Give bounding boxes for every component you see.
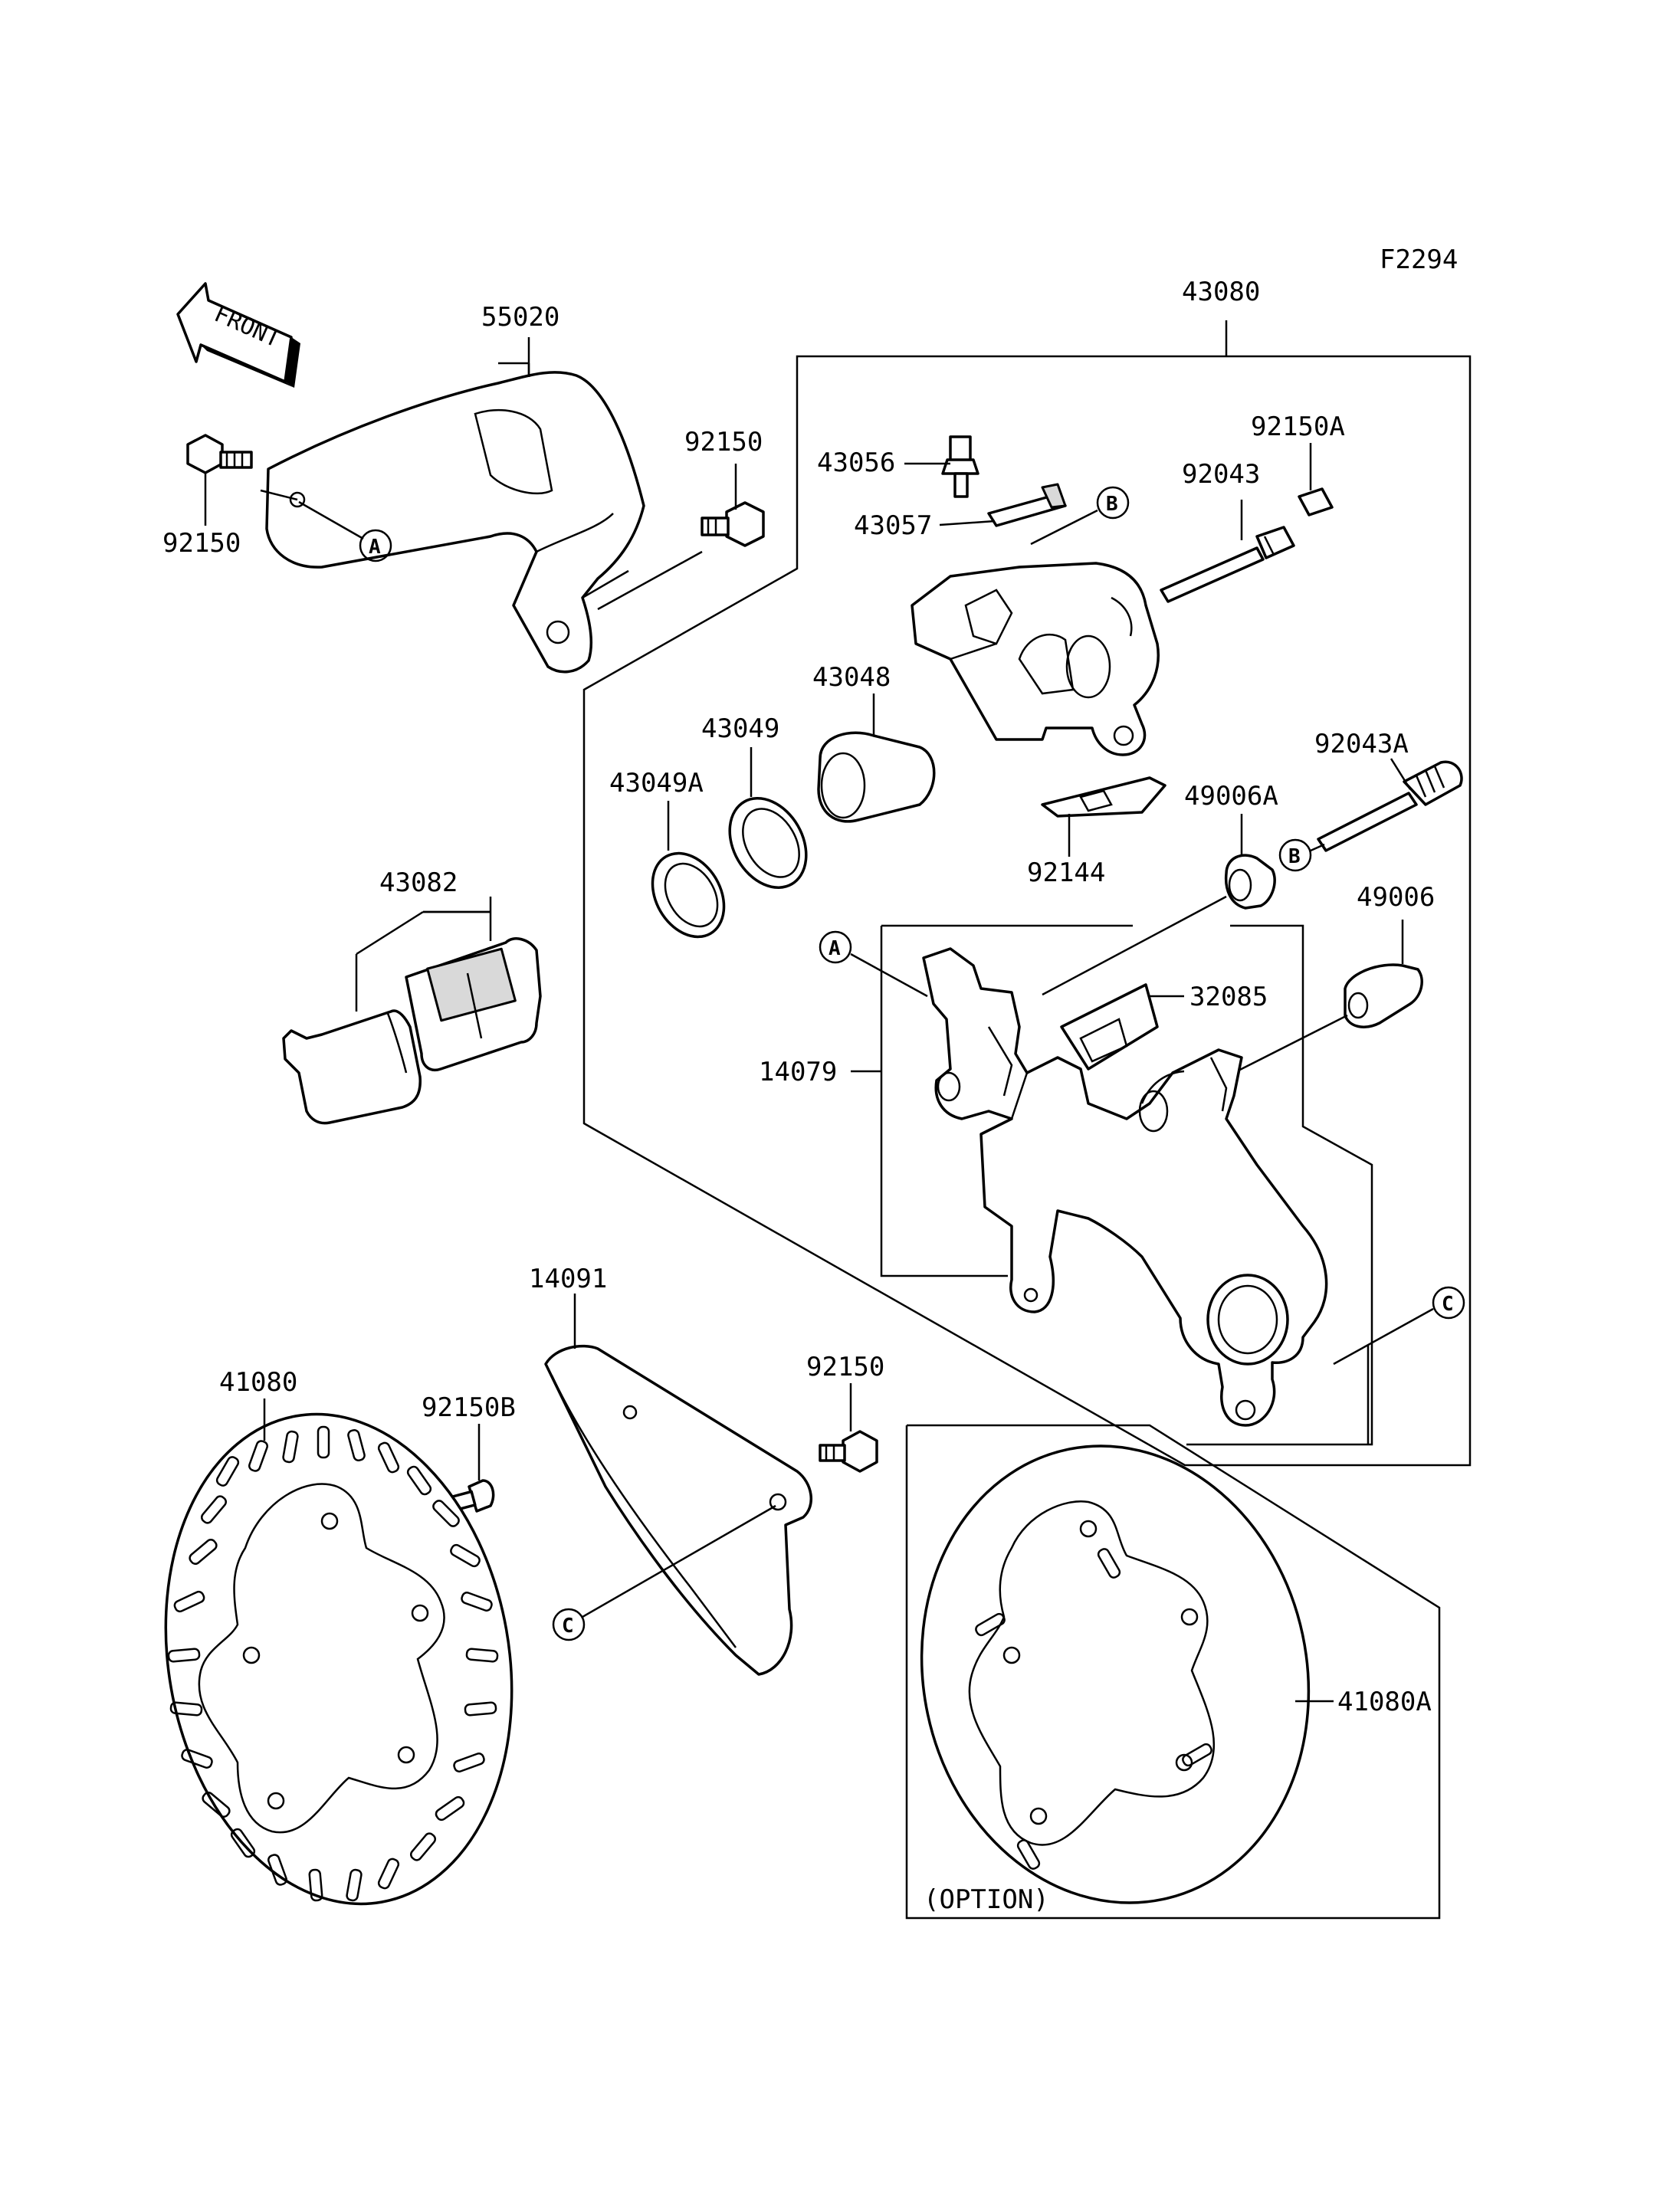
label-49006: 49006 — [1357, 882, 1435, 913]
ref-marker-b-2: B — [1278, 838, 1312, 872]
label-92150-guard: 92150 — [806, 1352, 884, 1382]
label-92043A: 92043A — [1314, 729, 1409, 759]
svg-text:B: B — [1106, 493, 1118, 516]
disc-vent-slots — [167, 1425, 499, 1902]
svg-text:A: A — [829, 937, 841, 960]
label-41080A: 41080A — [1337, 1687, 1432, 1717]
seal-43049A — [651, 851, 726, 939]
label-14079: 14079 — [759, 1057, 837, 1087]
bolt-92150-guard — [819, 1430, 878, 1473]
caliper-assembly-outline — [582, 320, 1472, 1467]
ref-marker-b-1: B — [1096, 486, 1130, 520]
option-label: (OPTION) — [924, 1884, 1049, 1915]
brake-pad-front — [282, 1009, 422, 1125]
option-box: (OPTION) — [905, 1424, 1441, 1920]
ref-marker-a-1: A — [359, 529, 392, 562]
label-43080: 43080 — [1182, 277, 1260, 307]
label-43048: 43048 — [812, 662, 891, 693]
label-92150B: 92150B — [422, 1392, 516, 1423]
label-49006A: 49006A — [1184, 781, 1278, 812]
label-43049A: 43049A — [609, 768, 704, 798]
bolt-92150-left — [186, 434, 253, 474]
cap-92150A — [1298, 487, 1334, 516]
svg-text:B: B — [1288, 845, 1301, 868]
screw-92150B — [448, 1479, 495, 1513]
ref-marker-c-1: C — [552, 1608, 586, 1641]
svg-text:C: C — [562, 1615, 574, 1638]
bolt-92150-upper — [701, 501, 765, 547]
label-43049: 43049 — [701, 713, 779, 744]
piston-43048 — [817, 731, 936, 823]
label-14091: 14091 — [529, 1264, 607, 1294]
pin-92043A — [1317, 760, 1463, 852]
figure-code: F2294 — [1380, 244, 1458, 275]
label-92150A: 92150A — [1251, 412, 1345, 442]
caliper-guard-55020 — [265, 371, 645, 674]
boot-49006A — [1224, 854, 1276, 910]
label-43057: 43057 — [854, 510, 932, 541]
svg-text:C: C — [1442, 1293, 1454, 1316]
label-92144: 92144 — [1027, 857, 1105, 888]
label-92150-upper: 92150 — [684, 427, 763, 457]
spring-32085 — [1060, 983, 1159, 1071]
pin-92043 — [1160, 526, 1295, 603]
cap-43057 — [987, 483, 1067, 527]
label-55020: 55020 — [481, 302, 559, 333]
label-41080: 41080 — [219, 1367, 297, 1398]
caliper-bracket-14079 — [922, 947, 1328, 1427]
bleeder-valve-43056 — [941, 435, 979, 498]
seal-43049 — [728, 797, 808, 889]
label-32085: 32085 — [1189, 982, 1268, 1012]
caliper-body — [911, 562, 1160, 756]
ref-marker-c-2: C — [1432, 1286, 1465, 1320]
label-92150-left: 92150 — [162, 528, 241, 559]
label-43082: 43082 — [379, 867, 458, 898]
pad-spring-92144 — [1041, 776, 1166, 818]
disc-guard-14091 — [544, 1344, 812, 1676]
brake-pad-rear — [405, 937, 542, 1071]
ref-marker-a-2: A — [819, 930, 852, 964]
brake-disc-41080A — [920, 1444, 1311, 1904]
boot-49006 — [1344, 963, 1423, 1028]
label-92043: 92043 — [1182, 459, 1260, 490]
label-43056: 43056 — [817, 448, 895, 478]
svg-text:A: A — [369, 536, 381, 559]
front-arrow-icon: FRONT — [176, 282, 300, 388]
brake-disc-41080 — [164, 1412, 514, 1906]
